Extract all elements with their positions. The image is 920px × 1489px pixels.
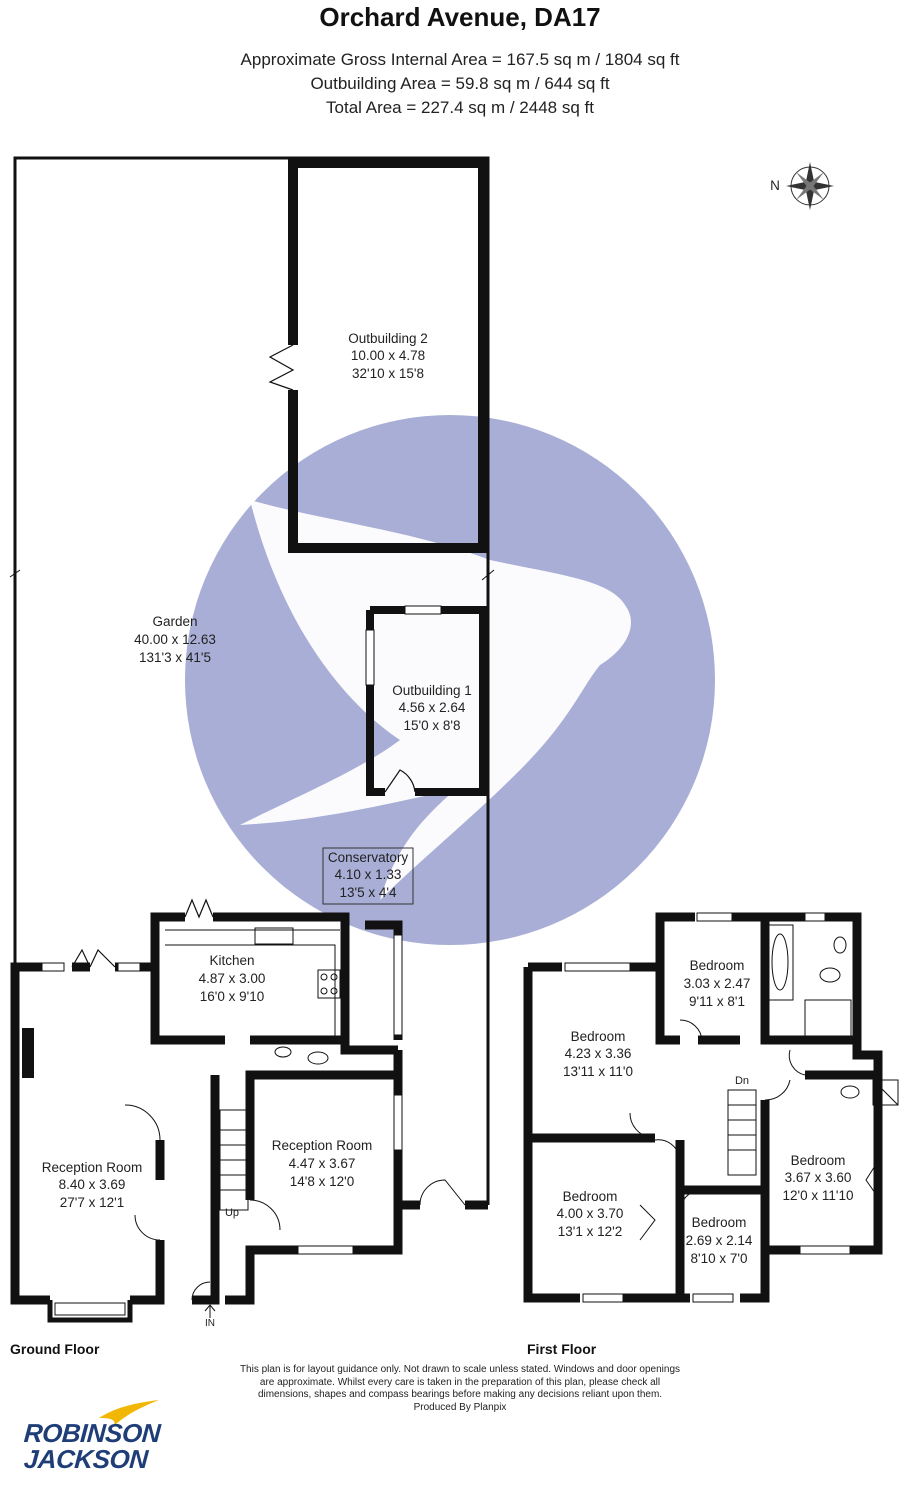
logo-line-2: JACKSON: [22, 1444, 149, 1474]
svg-text:13'5 x 4'4: 13'5 x 4'4: [340, 885, 397, 900]
agency-logo: ROBINSON JACKSON: [22, 1398, 174, 1478]
svg-text:Outbuilding 2: Outbuilding 2: [348, 331, 428, 346]
first-floor-label: First Floor: [527, 1341, 597, 1357]
svg-text:12'0 x 11'10: 12'0 x 11'10: [783, 1188, 854, 1203]
room-garden: Garden 40.00 x 12.63 131'3 x 41'5: [134, 614, 216, 665]
svg-text:4.10 x 1.33: 4.10 x 1.33: [335, 867, 402, 882]
svg-text:Kitchen: Kitchen: [209, 953, 254, 968]
room-bedroom-1: Bedroom 4.23 x 3.36 13'11 x 11'0: [563, 1029, 633, 1079]
stairs-up-label: Up: [225, 1207, 239, 1219]
ground-floor-walls: [10, 912, 488, 1305]
svg-text:16'0 x 9'10: 16'0 x 9'10: [200, 989, 264, 1004]
svg-text:27'7 x 12'1: 27'7 x 12'1: [60, 1195, 124, 1210]
svg-text:Bedroom: Bedroom: [563, 1189, 618, 1204]
entrance-label: IN: [205, 1318, 215, 1329]
svg-text:10.00 x 4.78: 10.00 x 4.78: [351, 348, 425, 363]
compass-rose-icon: [786, 162, 834, 210]
svg-text:4.47 x 3.67: 4.47 x 3.67: [289, 1156, 356, 1171]
outbuilding-2-walls: [288, 158, 488, 553]
room-reception-1: Reception Room 8.40 x 3.69 27'7 x 12'1: [42, 1160, 143, 1210]
svg-text:Conservatory: Conservatory: [328, 850, 409, 865]
plan-title: Orchard Avenue, DA17: [319, 2, 601, 32]
svg-text:13'11 x 11'0: 13'11 x 11'0: [563, 1064, 633, 1079]
watermark-logo: [185, 415, 715, 945]
svg-text:Outbuilding 1: Outbuilding 1: [392, 683, 472, 698]
svg-text:8.40 x 3.69: 8.40 x 3.69: [59, 1177, 126, 1192]
entrance-arrow-icon: [204, 1304, 216, 1318]
ground-floor-label: Ground Floor: [10, 1341, 100, 1357]
svg-text:15'0 x 8'8: 15'0 x 8'8: [404, 718, 461, 733]
stairs-down-label: Dn: [735, 1075, 749, 1087]
room-bedroom-4: Bedroom 4.00 x 3.70 13'1 x 12'2: [557, 1189, 624, 1239]
total-area-text: Total Area = 227.4 sq m / 2448 sq ft: [326, 98, 594, 117]
svg-text:4.23 x 3.36: 4.23 x 3.36: [565, 1046, 632, 1061]
svg-text:9'11 x 8'1: 9'11 x 8'1: [689, 994, 745, 1009]
bird-logo-icon: [99, 1400, 159, 1426]
svg-text:2.69 x 2.14: 2.69 x 2.14: [686, 1233, 753, 1248]
svg-text:13'1 x 12'2: 13'1 x 12'2: [558, 1224, 622, 1239]
room-bedroom-2: Bedroom 3.03 x 2.47 9'11 x 8'1: [684, 958, 751, 1009]
svg-text:Bedroom: Bedroom: [571, 1029, 626, 1044]
svg-text:4.00 x 3.70: 4.00 x 3.70: [557, 1206, 624, 1221]
svg-text:32'10 x 15'8: 32'10 x 15'8: [352, 366, 424, 381]
svg-text:131'3 x 41'5: 131'3 x 41'5: [139, 650, 211, 665]
svg-text:40.00 x 12.63: 40.00 x 12.63: [134, 632, 216, 647]
gross-area-text: Approximate Gross Internal Area = 167.5 …: [240, 50, 680, 69]
svg-text:Reception Room: Reception Room: [272, 1138, 373, 1153]
svg-text:Bedroom: Bedroom: [692, 1215, 747, 1230]
room-bedroom-3: Bedroom 3.67 x 3.60 12'0 x 11'10: [783, 1153, 854, 1203]
room-conservatory: Conservatory 4.10 x 1.33 13'5 x 4'4: [328, 850, 409, 900]
garden-boundary: [9, 156, 495, 1205]
svg-text:8'10 x 7'0: 8'10 x 7'0: [691, 1251, 748, 1266]
room-outbuilding-2: Outbuilding 2 10.00 x 4.78 32'10 x 15'8: [348, 331, 428, 381]
disclaimer: This plan is for layout guidance only. N…: [239, 1364, 681, 1413]
svg-text:3.03 x 2.47: 3.03 x 2.47: [684, 976, 751, 991]
svg-text:4.56 x 2.64: 4.56 x 2.64: [399, 700, 466, 715]
room-reception-2: Reception Room 4.47 x 3.67 14'8 x 12'0: [272, 1138, 373, 1189]
room-kitchen: Kitchen 4.87 x 3.00 16'0 x 9'10: [199, 953, 266, 1004]
compass-north-label: N: [770, 178, 780, 193]
svg-text:Bedroom: Bedroom: [690, 958, 745, 973]
svg-text:Reception Room: Reception Room: [42, 1160, 143, 1175]
outbuilding-area-text: Outbuilding Area = 59.8 sq m / 644 sq ft: [310, 74, 610, 93]
svg-text:Garden: Garden: [152, 614, 197, 629]
svg-text:3.67 x 3.60: 3.67 x 3.60: [785, 1170, 852, 1185]
svg-text:14'8 x 12'0: 14'8 x 12'0: [290, 1174, 354, 1189]
first-floor-walls: [523, 912, 883, 1303]
room-outbuilding-1: Outbuilding 1 4.56 x 2.64 15'0 x 8'8: [392, 683, 472, 733]
room-bedroom-5: Bedroom 2.69 x 2.14 8'10 x 7'0: [686, 1215, 753, 1266]
svg-text:Bedroom: Bedroom: [791, 1153, 846, 1168]
svg-text:4.87 x 3.00: 4.87 x 3.00: [199, 971, 266, 986]
